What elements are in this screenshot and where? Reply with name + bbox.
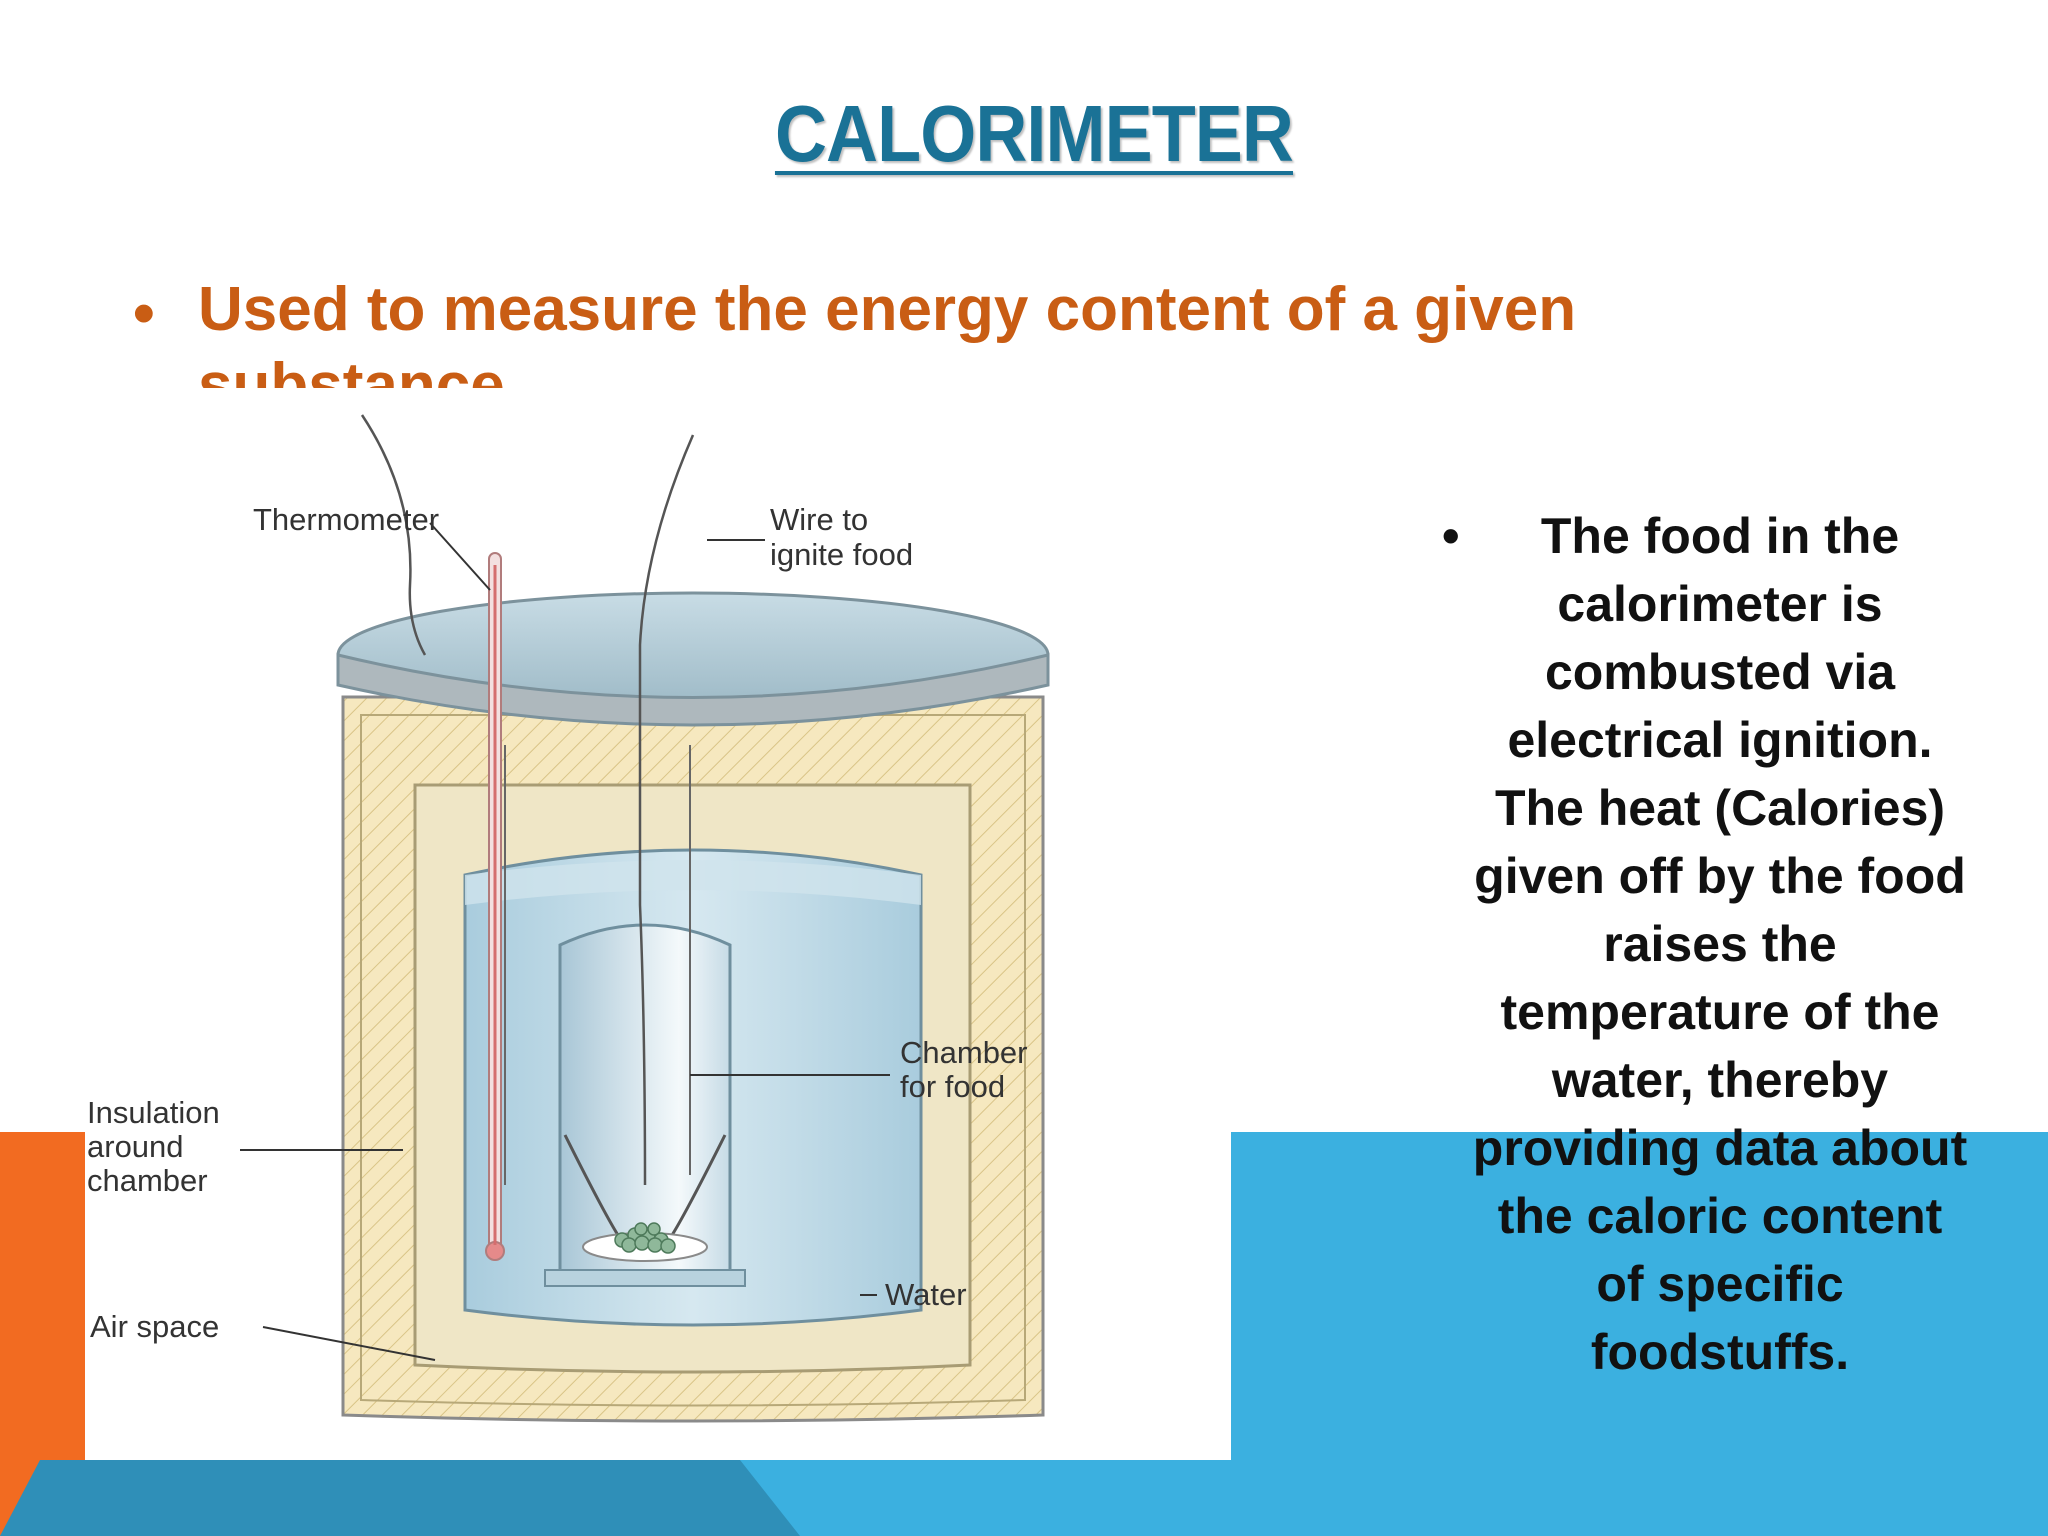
- chamber-base: [544, 1269, 746, 1287]
- bottom-dark-blue-band: [0, 1460, 800, 1536]
- bullet-1-line-1: Used to measure the energy content of a …: [198, 275, 1577, 344]
- label-thermometer: Thermometer: [253, 502, 439, 537]
- bullet-marker: •: [133, 279, 155, 348]
- outer-shell: [360, 714, 1026, 1407]
- label-wire-2: ignite food: [770, 537, 913, 572]
- label-insulation-2: around: [87, 1129, 184, 1164]
- bullet-1-line-2: substance: [198, 351, 505, 388]
- bullet-1-text: Used to measure the energy content of a …: [120, 270, 1760, 388]
- ignition-wire-right: [638, 434, 695, 1186]
- water-surface: [465, 860, 921, 905]
- label-chamber-1: Chamber: [900, 1035, 1028, 1070]
- label-insulation-1: Insulation: [87, 1095, 220, 1130]
- bullet-2-marker: •: [1442, 508, 1460, 564]
- bullet-2-text: The food in the calorimeter is combusted…: [1472, 508, 1968, 1380]
- leader-air-space: [262, 1326, 436, 1361]
- blue-accent-band: [1160, 1132, 2048, 1536]
- leader-thermometer: [429, 522, 491, 591]
- label-air-space: Air space: [90, 1309, 219, 1344]
- calorimeter-diagram: Thermometer Wire to ignite food Chamber …: [87, 414, 1050, 1423]
- calorimeter-figure: Thermometer Wire to ignite food Chamber …: [85, 405, 1231, 1460]
- slide-title: CALORIMETER: [774, 89, 1294, 178]
- ignition-wire: [360, 414, 427, 656]
- label-insulation-3: chamber: [87, 1163, 208, 1198]
- lid-rim: [336, 653, 1050, 727]
- label-chamber-2: for food: [900, 1069, 1005, 1104]
- label-wire-1: Wire to: [770, 502, 868, 537]
- food-pellets: [614, 1222, 676, 1254]
- label-water: Water: [885, 1277, 967, 1312]
